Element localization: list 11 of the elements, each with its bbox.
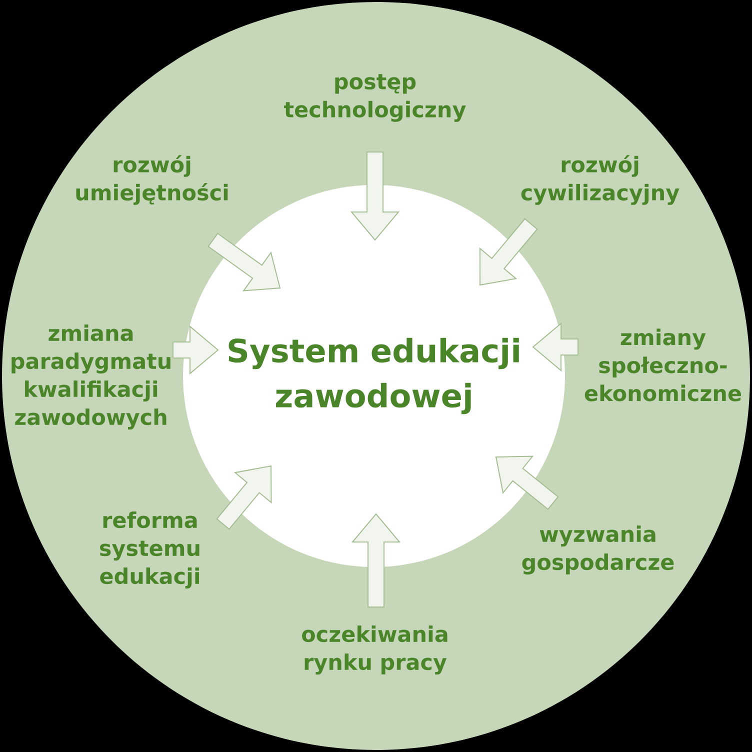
text-label: postęp technologiczny — [284, 74, 466, 122]
text-label: zmiana paradygmatu kwalifikacji zawodowych — [12, 324, 170, 430]
block-arrow — [216, 465, 272, 530]
block-arrow — [172, 325, 219, 375]
block-arrow — [479, 218, 538, 286]
block-arrow — [532, 322, 578, 372]
text-label: zmiany społeczno-ekonomiczne — [584, 328, 742, 402]
text-label: oczekiwania rynku pracy — [302, 626, 448, 674]
block-arrow — [495, 456, 559, 510]
block-arrow — [351, 513, 401, 608]
block-arrow — [350, 152, 400, 241]
